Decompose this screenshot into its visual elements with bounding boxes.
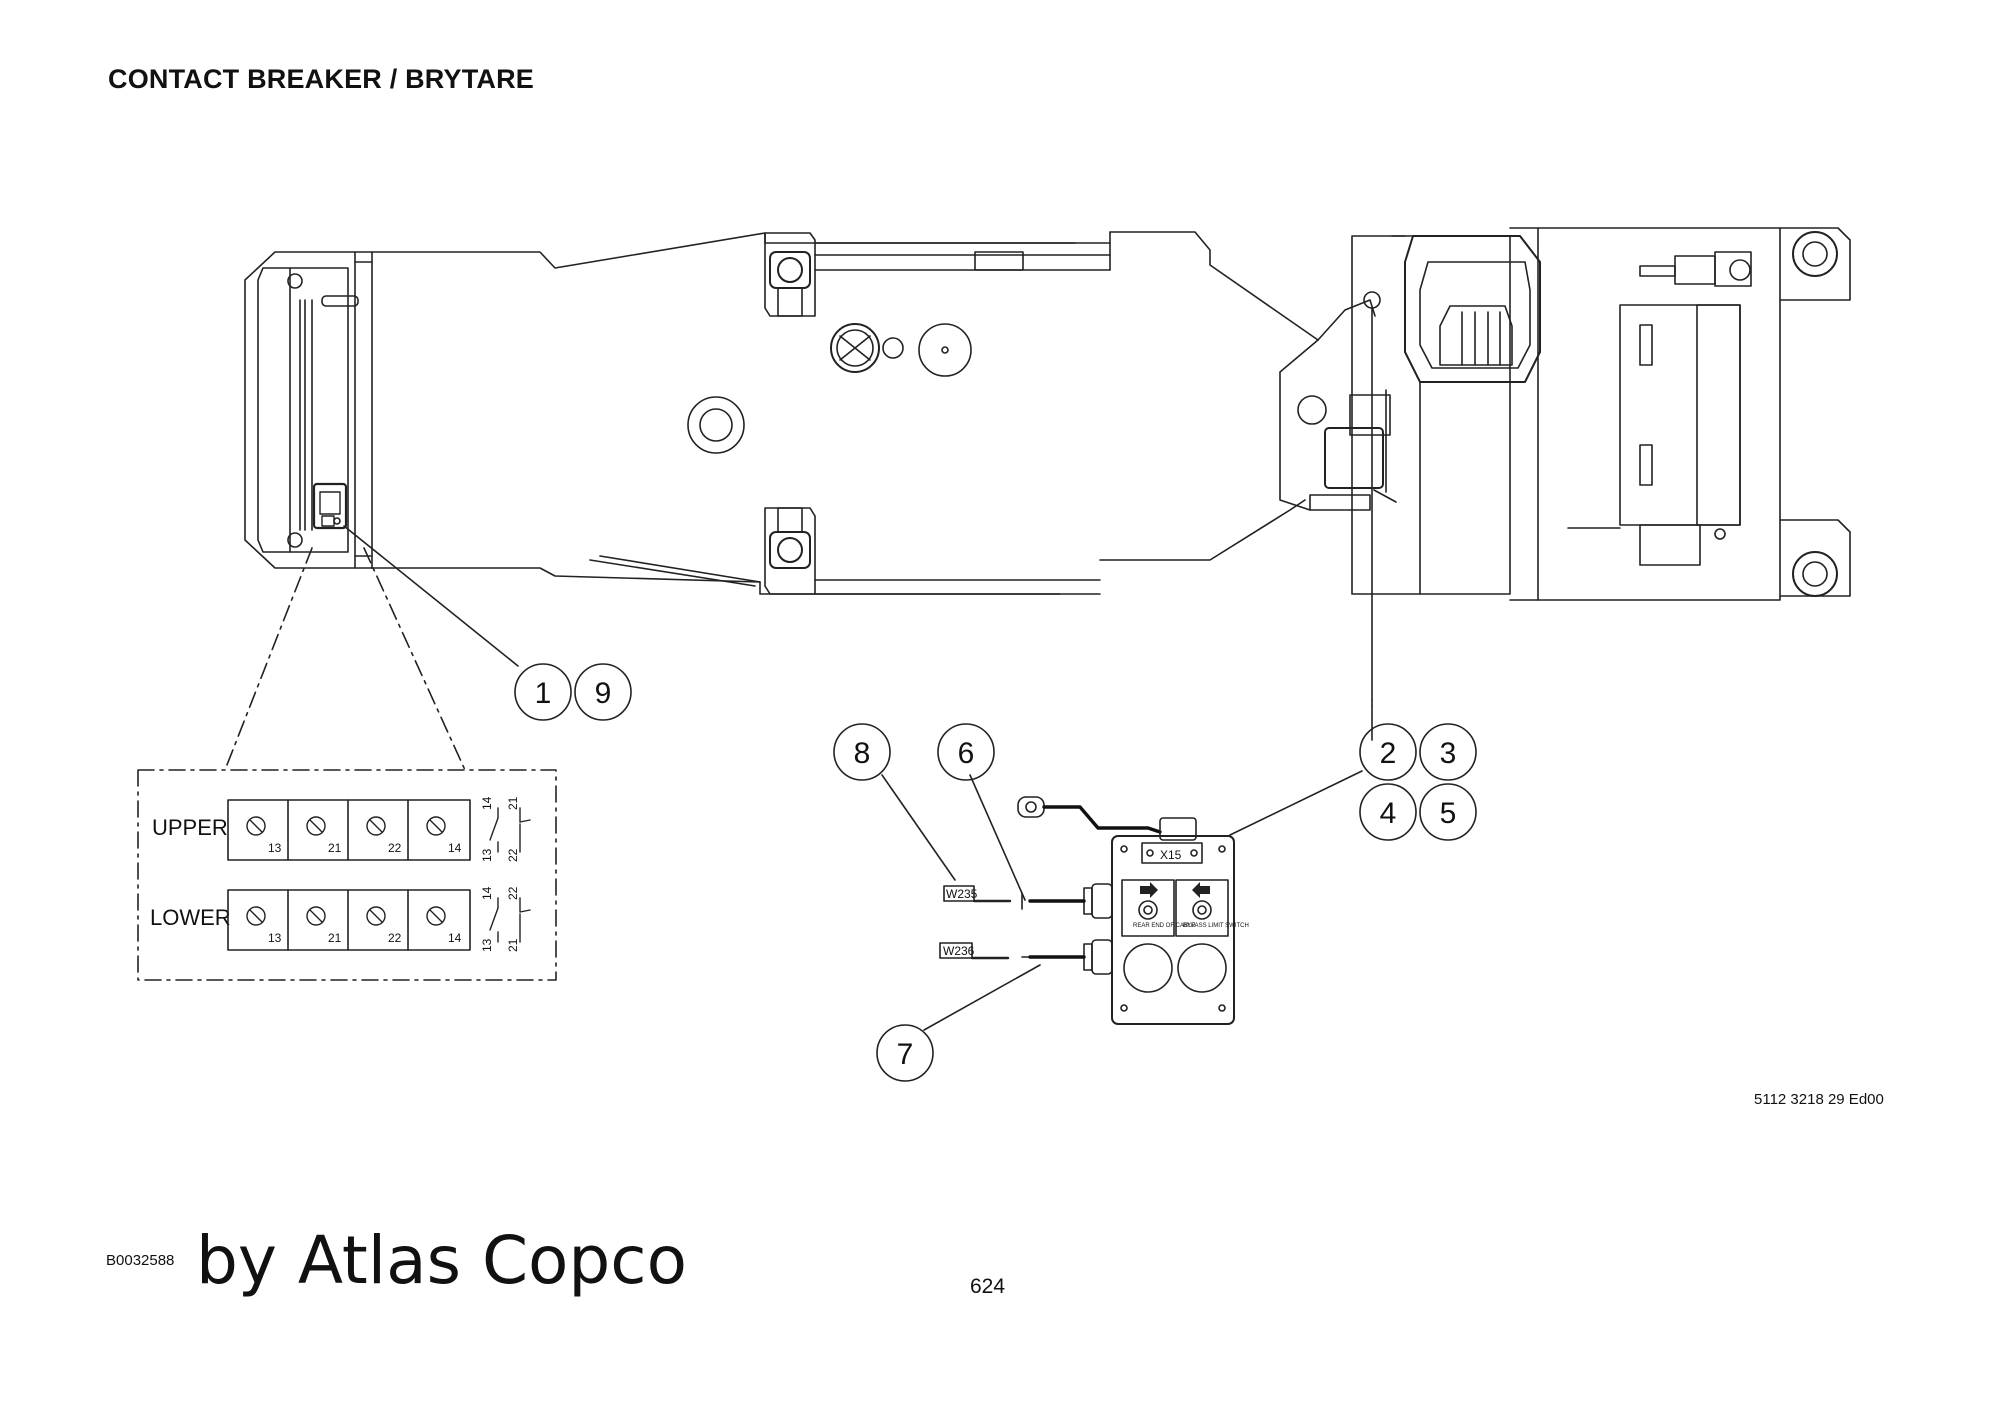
callout-3: 3 [1419, 723, 1477, 781]
leader-lines [343, 525, 1373, 1031]
contact-13: 13 [480, 848, 494, 862]
terminal-14: 14 [448, 841, 462, 855]
svg-text:8: 8 [854, 737, 871, 770]
svg-text:1: 1 [535, 677, 552, 710]
page-number: 624 [970, 1275, 1006, 1298]
contact-21: 21 [506, 796, 520, 810]
svg-text:5: 5 [1440, 797, 1457, 830]
callout-6: 6 [937, 723, 995, 781]
document-number: 5112 3218 29 Ed00 [1754, 1091, 1884, 1108]
lower-switch-symbol: 14 13 22 21 [480, 886, 531, 952]
page-title: CONTACT BREAKER / BRYTARE [108, 64, 534, 94]
callout-2: 2 [1359, 723, 1417, 781]
cable-tag-w236: W236 [943, 944, 975, 958]
callout-4: 4 [1359, 783, 1417, 841]
svg-text:7: 7 [897, 1038, 914, 1071]
callouts: 1 9 8 6 2 3 4 5 [514, 663, 1477, 1082]
upper-terminal-row: 13 21 22 14 [227, 799, 471, 861]
contact-13: 13 [480, 938, 494, 952]
terminal-14: 14 [448, 931, 462, 945]
terminal-21: 21 [328, 931, 342, 945]
switch-label-bypass-limit-switch: BYPASS LIMIT SWITCH [1183, 923, 1249, 929]
svg-text:4: 4 [1380, 797, 1397, 830]
terminal-13: 13 [268, 841, 282, 855]
brand-footer: by Atlas Copco [196, 1222, 687, 1299]
contact-22: 22 [506, 886, 520, 900]
callout-5: 5 [1419, 783, 1477, 841]
contact-breaker [312, 482, 348, 530]
svg-text:9: 9 [595, 677, 612, 710]
callout-7: 7 [876, 1024, 934, 1082]
contact-21: 21 [506, 938, 520, 952]
image-id: B0032588 [106, 1252, 175, 1269]
contact-22: 22 [506, 848, 520, 862]
contact-14: 14 [480, 796, 494, 810]
row-label-upper: UPPER [152, 815, 228, 840]
callout-1: 1 [514, 663, 572, 721]
svg-text:2: 2 [1380, 737, 1397, 770]
terminal-22: 22 [388, 841, 402, 855]
detail-projection-lines [137, 547, 557, 981]
junction-box-x15: X15 REAR END OF CABLE BYPASS LIMIT SWITC… [939, 796, 1249, 1025]
contact-14: 14 [480, 886, 494, 900]
upper-switch-symbol: 14 13 21 22 [480, 796, 531, 862]
callout-8: 8 [833, 723, 891, 781]
terminal-block-detail: UPPER LOWER 13 21 22 14 [150, 796, 531, 952]
junction-box-label: X15 [1160, 848, 1182, 862]
callout-9: 9 [574, 663, 632, 721]
terminal-13: 13 [268, 931, 282, 945]
terminal-22: 22 [388, 931, 402, 945]
svg-text:3: 3 [1440, 737, 1457, 770]
cable-tag-w235: W235 [946, 887, 978, 901]
vehicle-outline [244, 227, 1851, 701]
lower-terminal-row: 13 21 22 14 [227, 889, 471, 951]
row-label-lower: LOWER [150, 905, 231, 930]
svg-text:6: 6 [958, 737, 975, 770]
switch-label-rear-end-of-cable: REAR END OF CABLE [1133, 923, 1195, 929]
terminal-21: 21 [328, 841, 342, 855]
